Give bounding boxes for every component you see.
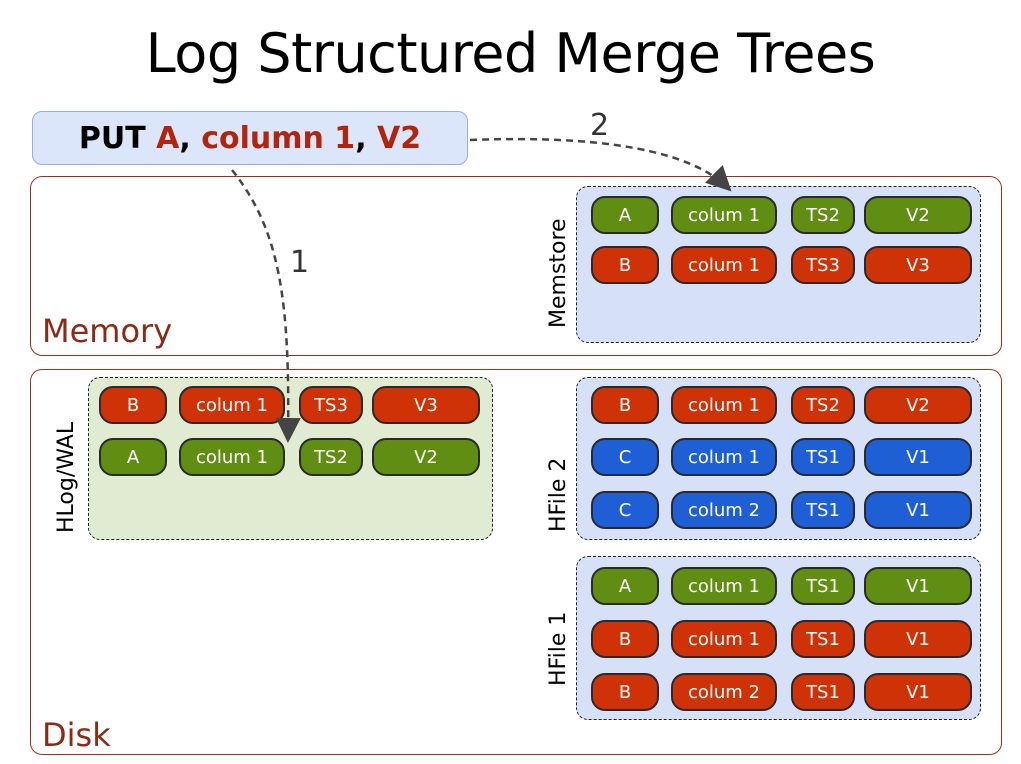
hfile1-value-cell: V1 — [864, 567, 972, 605]
memstore-timestamp-cell: TS2 — [791, 196, 855, 234]
hfile2-column-cell: colum 1 — [671, 386, 777, 424]
hfile1-timestamp-cell: TS1 — [791, 567, 855, 605]
memstore-row-key-cell: A — [591, 196, 659, 234]
memstore-column-cell: colum 1 — [671, 246, 777, 284]
hfile2-value-cell: V1 — [864, 438, 972, 476]
put-column: column 1 — [201, 120, 356, 156]
arrow-step-1 — [231, 169, 301, 443]
hlog-column-cell: colum 1 — [179, 386, 285, 424]
hlog-row-key-cell: A — [99, 438, 167, 476]
memstore-column-cell: colum 1 — [671, 196, 777, 234]
hfile2-timestamp-cell: TS2 — [791, 386, 855, 424]
hfile2-row-key-cell: B — [591, 386, 659, 424]
put-command: PUT A, column 1, V2 — [32, 111, 468, 165]
hfile1-value-cell: V1 — [864, 620, 972, 658]
hfile1-value-cell: V1 — [864, 673, 972, 711]
memory-region — [30, 176, 1002, 356]
hfile1-row-key-cell: A — [591, 567, 659, 605]
hfile1-column-cell: colum 1 — [671, 567, 777, 605]
hfile1-column-cell: colum 1 — [671, 620, 777, 658]
arrow-step-2 — [469, 137, 732, 192]
step-1-label: 1 — [290, 245, 310, 280]
hlog-timestamp-cell: TS3 — [299, 386, 363, 424]
hfile2-timestamp-cell: TS1 — [791, 438, 855, 476]
memstore-timestamp-cell: TS3 — [791, 246, 855, 284]
memstore-value-cell: V3 — [864, 246, 972, 284]
memstore-row-key-cell: B — [591, 246, 659, 284]
hfile1-row-key-cell: B — [591, 673, 659, 711]
page-title: Log Structured Merge Trees — [145, 22, 876, 85]
disk-region — [30, 369, 1002, 755]
put-sep: , — [179, 120, 202, 156]
memory-label: Memory — [42, 312, 173, 350]
put-keyword: PUT — [78, 120, 146, 156]
hfile2-value-cell: V2 — [864, 386, 972, 424]
put-sep: , — [355, 120, 378, 156]
hlog-value-cell: V3 — [372, 386, 480, 424]
hfile1-timestamp-cell: TS1 — [791, 673, 855, 711]
hlog-timestamp-cell: TS2 — [299, 438, 363, 476]
hfile2-column-cell: colum 1 — [671, 438, 777, 476]
hfile1-column-cell: colum 2 — [671, 673, 777, 711]
hfile2-column-cell: colum 2 — [671, 491, 777, 529]
hfile2-value-cell: V1 — [864, 491, 972, 529]
hfile2-row-key-cell: C — [591, 438, 659, 476]
hlog-row-key-cell: B — [99, 386, 167, 424]
put-row: A — [156, 120, 180, 156]
hfile2-timestamp-cell: TS1 — [791, 491, 855, 529]
put-value: V2 — [377, 120, 422, 156]
hfile1-timestamp-cell: TS1 — [791, 620, 855, 658]
hfile2-row-key-cell: C — [591, 491, 659, 529]
memstore-value-cell: V2 — [864, 196, 972, 234]
step-2-label: 2 — [590, 108, 610, 143]
hfile1-row-key-cell: B — [591, 620, 659, 658]
disk-label: Disk — [42, 716, 111, 754]
hlog-column-cell: colum 1 — [179, 438, 285, 476]
hlog-value-cell: V2 — [372, 438, 480, 476]
